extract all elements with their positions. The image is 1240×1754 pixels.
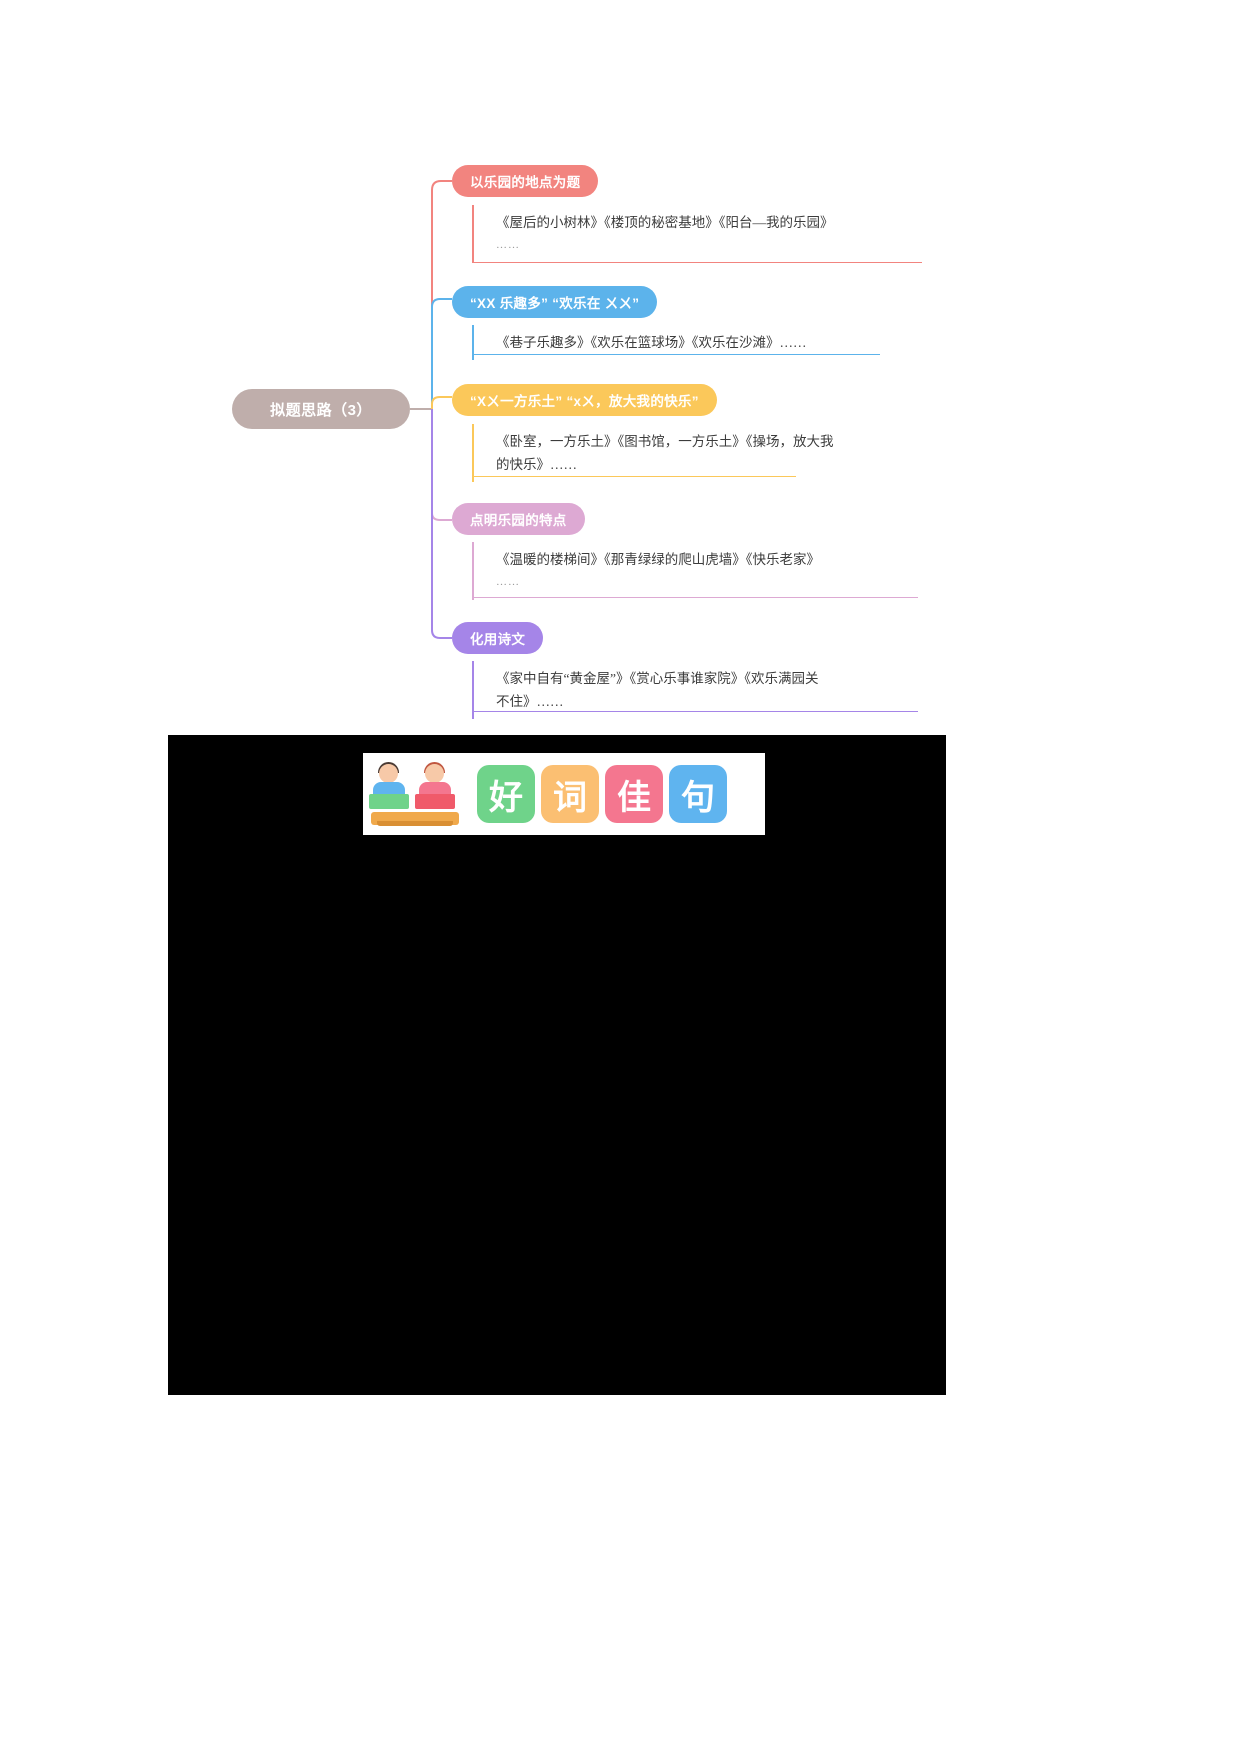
kid-boy-icon [369, 762, 409, 814]
branch-body-place-title: 《屋后的小树林》《楼顶的秘密基地》《阳台—我的乐园》 …… [472, 205, 932, 263]
branch-underline-feature-point [472, 597, 918, 598]
branch-line: 《卧室，一方乐土》《图书馆，一方乐土》《操场，放大我 [496, 434, 834, 449]
branch-underline-poetry-adapt [472, 711, 918, 712]
branch-line: 《温暖的楼梯间》《那青绿绿的爬山虎墙》《快乐老家》 [496, 552, 820, 567]
branch-line-ellipsis: …… [496, 239, 520, 251]
branch-line: 《屋后的小树林》《楼顶的秘密基地》《阳台—我的乐园》 [496, 215, 834, 230]
branch-line-ellipsis: …… [496, 576, 520, 588]
banner-tile-ci: 词 [541, 765, 599, 823]
mindmap-connectors [410, 180, 452, 639]
branch-pill-fun-pattern[interactable]: “XX 乐趣多” “欢乐在 ㄨㄨ” [452, 286, 658, 318]
branch-underline-place-title [472, 262, 922, 263]
branch-line: 《巷子乐趣多》《欢乐在篮球场》《欢乐在沙滩》…… [496, 335, 807, 350]
banner-tile-jia: 佳 [605, 765, 663, 823]
banner-tile-ju: 句 [669, 765, 727, 823]
branch-line: 不住》…… [496, 694, 564, 709]
media-panel [168, 735, 946, 1395]
branch-body-poetry-adapt: 《家中自有“黄金屋”》《赏心乐事谁家院》《欢乐满园关 不住》…… [472, 661, 922, 719]
branch-body-fun-pattern: 《巷子乐趣多》《欢乐在篮球场》《欢乐在沙滩》…… [472, 325, 882, 360]
branch-pill-feature-point[interactable]: 点明乐园的特点 [452, 503, 585, 535]
two-kids-reading-icon [367, 761, 463, 827]
branch-pill-place-title[interactable]: 以乐园的地点为题 [452, 165, 599, 197]
haocijiaju-banner: 好 词 佳 句 [363, 753, 765, 835]
branch-body-feature-point: 《温暖的楼梯间》《那青绿绿的爬山虎墙》《快乐老家》 …… [472, 542, 922, 600]
desk-icon [371, 812, 459, 826]
branch-line: 《家中自有“黄金屋”》《赏心乐事谁家院》《欢乐满园关 [496, 671, 819, 686]
branch-underline-paradise-pattern [472, 476, 796, 477]
branch-pill-paradise-pattern[interactable]: “Xㄨ一方乐土” “xㄨ，放大我的快乐” [452, 384, 717, 416]
mindmap-canvas: 拟题思路（3） 以乐园的地点为题 《屋后的小树林》《楼顶的秘密基地》《阳台—我的… [0, 0, 1240, 740]
branch-line: 的快乐》…… [496, 457, 577, 472]
branch-pill-poetry-adapt[interactable]: 化用诗文 [452, 622, 544, 654]
branch-body-paradise-pattern: 《卧室，一方乐土》《图书馆，一方乐土》《操场，放大我 的快乐》…… [472, 424, 918, 482]
branch-underline-fun-pattern [472, 354, 880, 355]
kid-girl-icon [415, 762, 455, 814]
banner-tile-hao: 好 [477, 765, 535, 823]
root-node[interactable]: 拟题思路（3） [232, 389, 410, 429]
